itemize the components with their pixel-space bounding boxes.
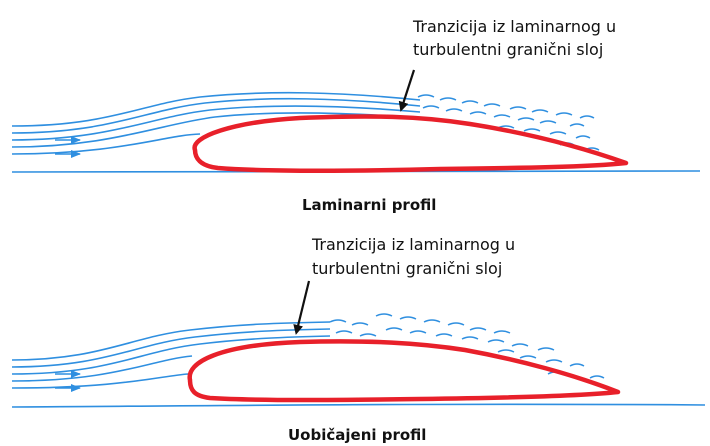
transition-annotation-line1: Tranzicija iz laminarnog u — [311, 235, 515, 254]
conventional-airfoil — [187, 339, 621, 403]
caption-conventional-profile: Uobičajeni profil — [288, 426, 426, 444]
flow-arrows-conventional — [55, 370, 81, 392]
streamlines-laminar — [11, 91, 701, 174]
transition-annotation-line2: turbulentni granični sloj — [312, 259, 502, 278]
streamlines-conventional — [11, 321, 706, 408]
panel-conventional: Tranzicija iz laminarnog u turbulentni g… — [11, 235, 706, 444]
transition-annotation-line2: turbulentni granični sloj — [413, 40, 603, 59]
flow-arrows-laminar — [55, 136, 81, 158]
panel-laminar: Tranzicija iz laminarnog u turbulentni g… — [11, 17, 701, 214]
caption-laminar-profile: Laminarni profil — [302, 196, 436, 214]
transition-annotation-line1: Tranzicija iz laminarnog u — [412, 17, 616, 36]
laminar-airfoil — [192, 114, 629, 173]
turbulent-eddies-conventional — [329, 313, 605, 379]
transition-arrow-laminar — [398, 69, 416, 112]
transition-arrow-conventional — [293, 280, 311, 335]
